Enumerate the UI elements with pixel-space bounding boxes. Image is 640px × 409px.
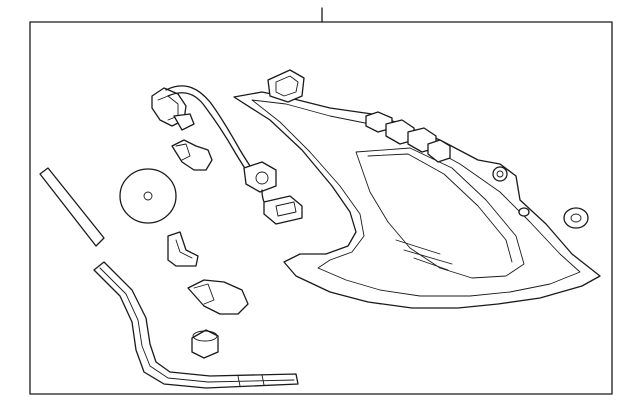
round-gasket-outer xyxy=(119,168,177,224)
tail-lamp-assembly[interactable] xyxy=(233,69,601,309)
bracket-trim-strip-edge xyxy=(99,267,295,383)
harness-connector[interactable] xyxy=(243,161,303,225)
wiring-harness[interactable] xyxy=(165,85,255,177)
connector-plug-face xyxy=(275,201,297,217)
connector-plug xyxy=(263,195,303,225)
lamp-side-stud xyxy=(518,207,530,217)
harness-wire-b xyxy=(167,92,251,177)
lamp-mount-tab xyxy=(267,69,305,103)
grommet-nut[interactable] xyxy=(563,207,589,229)
wedge-bulb-upper[interactable] xyxy=(171,139,213,171)
round-gasket-hole xyxy=(143,191,153,201)
lamp-rear-stud-center xyxy=(496,170,504,178)
grommet-nut-hole xyxy=(570,213,582,223)
wedge-bulb-lower-glass xyxy=(187,279,249,315)
diagram-frame xyxy=(29,21,613,395)
round-gasket[interactable] xyxy=(119,168,177,224)
lamp-rear-stud xyxy=(492,166,508,182)
socket-bulb-tip xyxy=(173,113,195,131)
harness-wire-a xyxy=(165,85,255,173)
trim-strip-tick-1 xyxy=(237,375,241,387)
gasket-strip[interactable] xyxy=(39,167,105,247)
bulb-socket-upper[interactable] xyxy=(151,87,195,131)
bracket-trim-strip-body xyxy=(93,261,299,389)
lens-streak-1 xyxy=(395,239,441,255)
lamp-reflector-panel xyxy=(355,147,525,279)
lamp-socket-boss-4 xyxy=(427,139,451,163)
connector-socket-ring xyxy=(255,171,269,185)
bracket-trim-strip[interactable] xyxy=(93,261,299,389)
lamp-reflector-inner-edge xyxy=(367,153,513,263)
trim-strip-tick-2 xyxy=(261,374,265,386)
bracket-clip[interactable] xyxy=(167,231,199,267)
wedge-bulb-upper-glass xyxy=(171,139,213,171)
bumper-pad-top xyxy=(192,330,218,342)
bracket-clip-body xyxy=(167,231,199,267)
lamp-mount-tab-inner xyxy=(275,75,299,97)
gasket-strip-body xyxy=(39,167,105,247)
bracket-clip-fold xyxy=(175,239,193,259)
wedge-bulb-lower-base xyxy=(193,283,215,305)
wedge-bulb-lower[interactable] xyxy=(187,279,249,315)
bumper-pad[interactable] xyxy=(191,329,219,359)
wedge-bulb-upper-base xyxy=(175,143,191,161)
lens-streak-3 xyxy=(413,257,449,271)
grommet-nut-outer xyxy=(563,207,589,229)
bumper-pad-body xyxy=(191,329,219,359)
lens-streak-2 xyxy=(403,249,453,265)
connector-socket-body xyxy=(243,161,277,193)
